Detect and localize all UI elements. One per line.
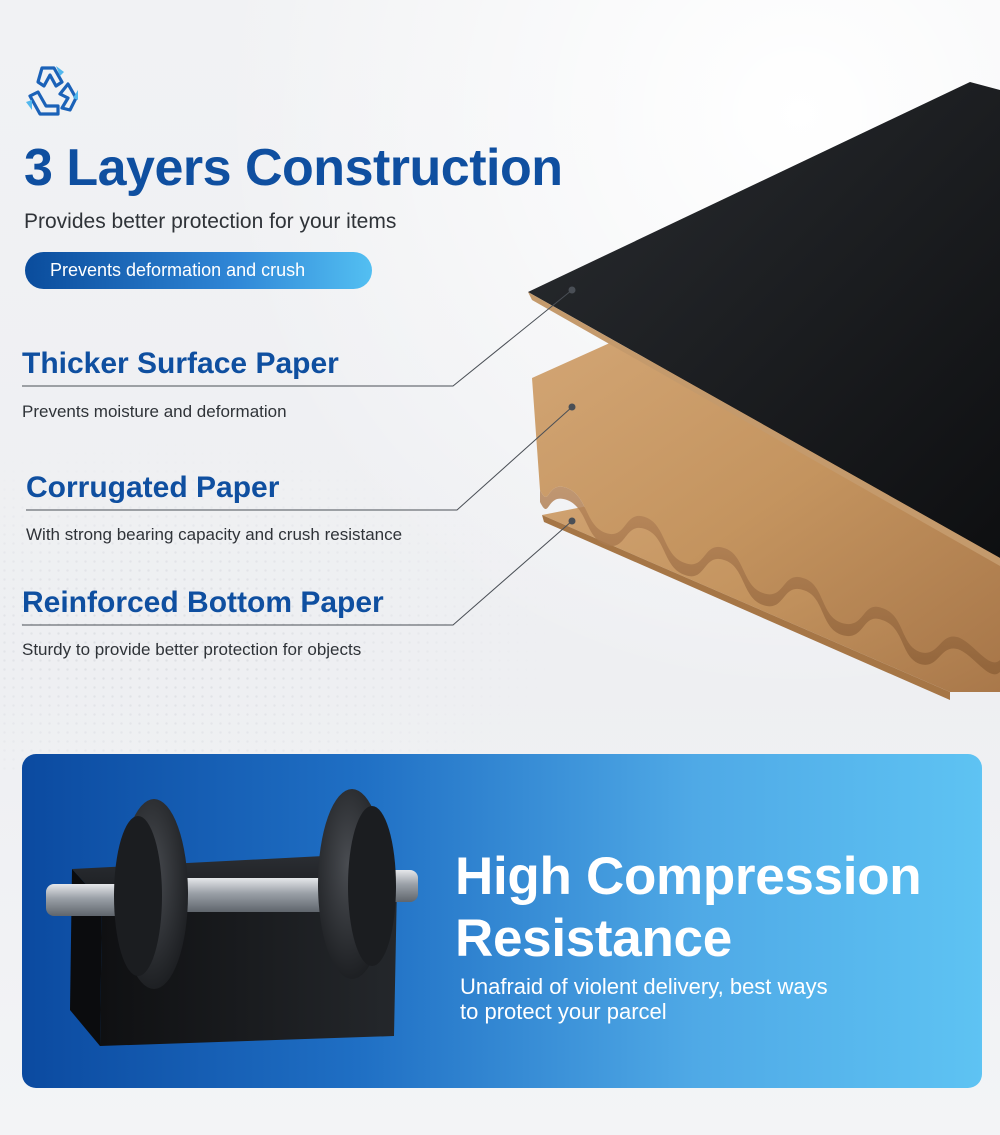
feature-pill: Prevents deformation and crush bbox=[25, 252, 372, 289]
compression-desc-line2: to protect your parcel bbox=[460, 999, 667, 1024]
corrugated-paper-sheet bbox=[532, 342, 1000, 663]
compression-description: Unafraid of violent delivery, best ways … bbox=[460, 974, 828, 1024]
compression-title: High Compression Resistance bbox=[455, 846, 922, 970]
recycle-icon bbox=[26, 66, 78, 116]
cardboard-layers-illustration bbox=[528, 82, 1000, 700]
layer-title-surface: Thicker Surface Paper bbox=[22, 347, 339, 380]
layer-desc-corrugated: With strong bearing capacity and crush r… bbox=[26, 525, 403, 544]
layer-title-corrugated: Corrugated Paper bbox=[26, 471, 280, 504]
page-subtitle: Provides better protection for your item… bbox=[24, 210, 397, 233]
layer-title-bottom: Reinforced Bottom Paper bbox=[22, 586, 384, 619]
page-title: 3 Layers Construction bbox=[24, 139, 563, 197]
layer-desc-surface: Prevents moisture and deformation bbox=[22, 402, 287, 421]
compression-title-line1: High Compression bbox=[455, 847, 922, 906]
layer-desc-bottom: Sturdy to provide better protection for … bbox=[22, 640, 362, 659]
compression-desc-line1: Unafraid of violent delivery, best ways bbox=[460, 974, 828, 999]
dumbbell-on-box-image bbox=[46, 789, 418, 1046]
compression-panel: High Compression Resistance Unafraid of … bbox=[22, 754, 982, 1088]
compression-title-line2: Resistance bbox=[455, 909, 732, 968]
surface-paper-sheet bbox=[528, 82, 1000, 558]
